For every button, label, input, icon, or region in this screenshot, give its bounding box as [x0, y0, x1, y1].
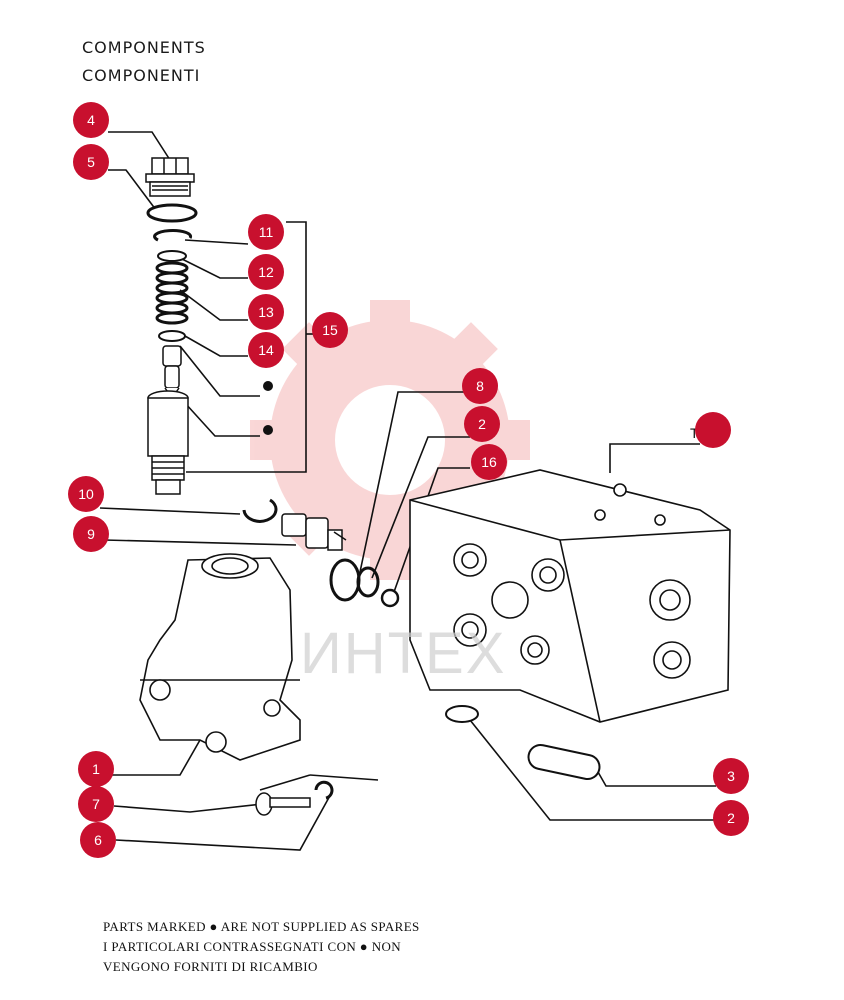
o-ring-part-16: [380, 588, 400, 608]
callout-2-upper[interactable]: 2: [464, 406, 500, 442]
callout-14[interactable]: 14: [248, 332, 284, 368]
callout-16[interactable]: 16: [471, 444, 507, 480]
callout-9[interactable]: 9: [73, 516, 109, 552]
snap-ring-part: [153, 229, 193, 242]
spares-note-line-1: PARTS MARKED ● ARE NOT SUPPLIED AS SPARE…: [103, 919, 420, 934]
callout-7[interactable]: 7: [78, 786, 114, 822]
o-ring-part-8: [329, 558, 361, 602]
marked-part-dot: [263, 381, 273, 391]
valve-block-part: [409, 469, 731, 723]
washer-part: [146, 203, 198, 223]
title-english: COMPONENTS: [82, 38, 206, 57]
callout-1[interactable]: 1: [78, 751, 114, 787]
spares-note: PARTS MARKED ● ARE NOT SUPPLIED AS SPARE…: [103, 917, 420, 977]
callout-11[interactable]: 11: [248, 214, 284, 250]
callout-15[interactable]: 15: [312, 312, 348, 348]
spares-note-line-2: I PARTICOLARI CONTRASSEGNATI CON ● NON: [103, 939, 402, 954]
callout-6[interactable]: 6: [80, 822, 116, 858]
cartridge-body-part: [147, 390, 189, 495]
title-italian: COMPONENTI: [82, 66, 201, 85]
lock-washer-part: [314, 780, 334, 800]
marked-part-dot: [263, 425, 273, 435]
valve-seat-part: [158, 330, 186, 342]
poppet-part: [162, 345, 182, 400]
spring-part: [155, 261, 189, 325]
callout-10[interactable]: 10: [68, 476, 104, 512]
bolt-part: [255, 792, 311, 816]
callout-13[interactable]: 13: [248, 294, 284, 330]
callout-8[interactable]: 8: [462, 368, 498, 404]
callout-tav[interactable]: [695, 412, 731, 448]
spares-note-line-3: VENGONO FORNITI DI RICAMBIO: [103, 959, 318, 974]
callout-4[interactable]: 4: [73, 102, 109, 138]
gasket-part-3: [527, 744, 601, 780]
watermark-text: ИНТЕХ: [300, 621, 507, 686]
seal-part-2: [445, 705, 479, 723]
o-ring-part-2: [356, 566, 380, 598]
cap-nut-part: [145, 157, 195, 197]
check-valve-part: [281, 513, 347, 551]
callout-12[interactable]: 12: [248, 254, 284, 290]
retaining-ring-part: [242, 498, 278, 523]
callout-2-lower[interactable]: 2: [713, 800, 749, 836]
callout-5[interactable]: 5: [73, 144, 109, 180]
spring-seat-part: [157, 250, 187, 262]
callout-3[interactable]: 3: [713, 758, 749, 794]
leader-lines: [99, 131, 716, 851]
valve-housing-part: [139, 553, 301, 761]
